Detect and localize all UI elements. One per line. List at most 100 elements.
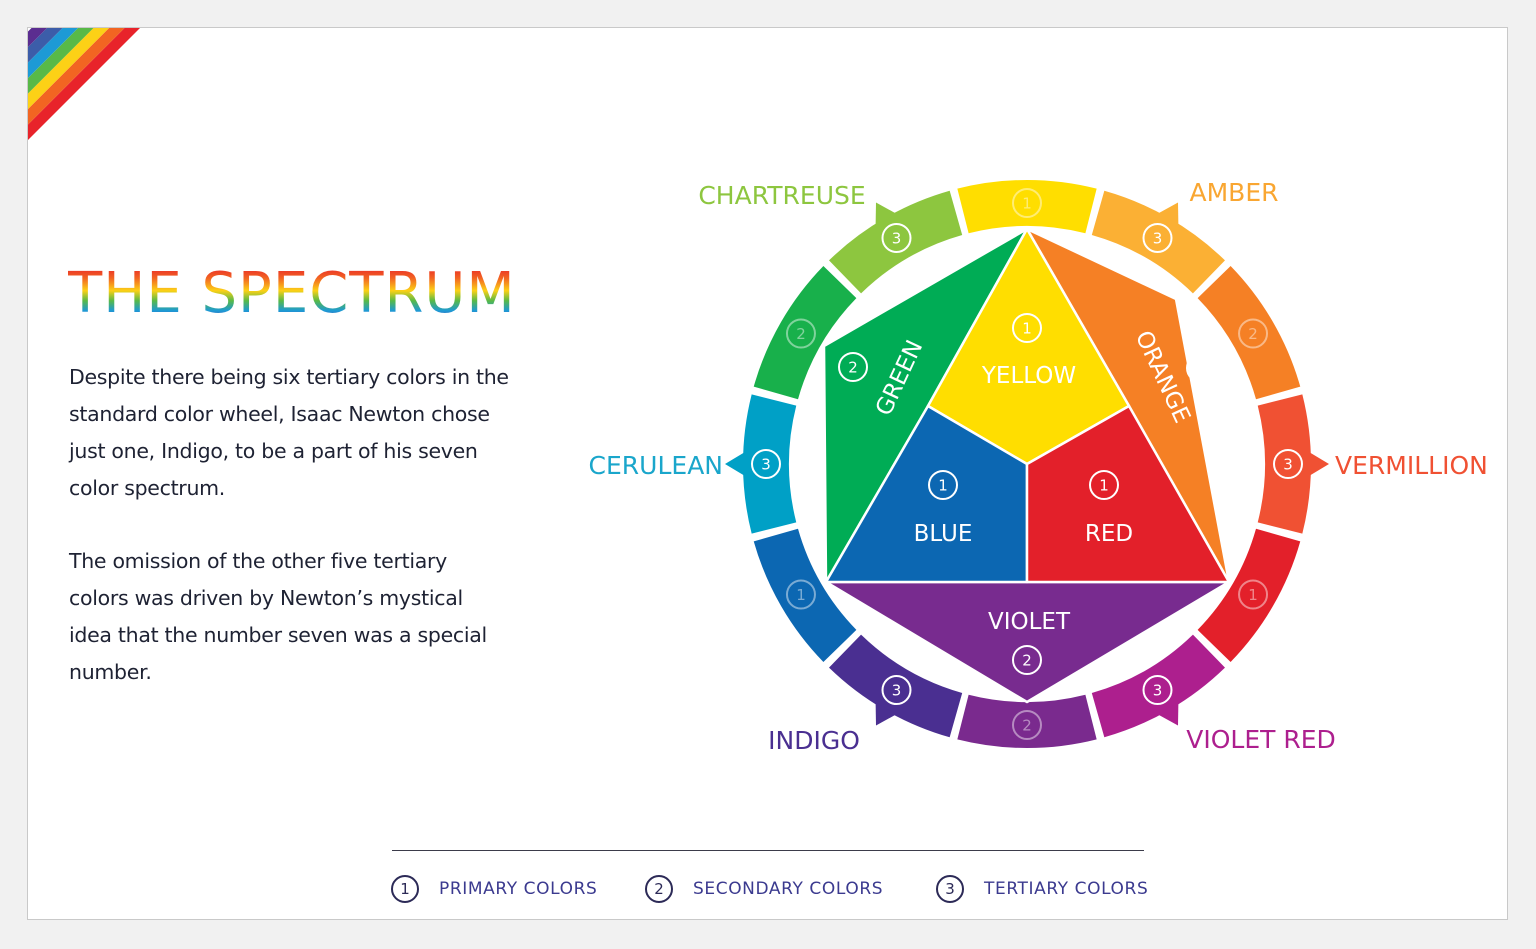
number-circle [1012,313,1042,343]
inner-badge-red: 1 [1089,470,1119,500]
ring-pointer-amber [1157,202,1179,226]
number-text: 2 [1022,717,1032,735]
number-circle [1238,579,1269,610]
legend-label-primary: PRIMARY COLORS [439,879,598,899]
legend-number-badge: 1 [391,875,419,903]
number-text: 1 [1022,195,1032,213]
ring-segment-green [753,266,857,400]
ring-pointer-cerulean [725,452,745,476]
page-title: THE SPECTRUM [68,261,516,326]
inner-badge-yellow: 1 [1012,313,1042,343]
number-circle [1142,675,1173,706]
number-text: 3 [761,456,771,474]
number-circle [1089,470,1119,500]
legend-number-badge: 2 [645,875,673,903]
intro-paragraph: Despite there being six tertiary colors … [69,365,509,500]
ring-segment-orange [1197,266,1301,400]
ring-badge-violet-red: 3 [1142,675,1173,706]
tertiary-label-amber: AMBER [1190,178,1279,207]
omission-paragraph: The omission of the other five tertiary … [69,549,487,684]
ring-segment-violet-red [1091,634,1225,738]
number-text: 3 [1283,456,1293,474]
corner-stripe [28,28,109,109]
number-circle [838,352,868,382]
corner-stripe [28,28,125,125]
number-circle [1186,353,1216,383]
inner-badge-orange: 2 [1186,353,1216,383]
ring-badge-violet: 2 [1012,710,1042,740]
ring-pointer-violet-red [1157,702,1179,726]
rainbow-corner-decoration [28,28,140,140]
spectrum-card: THE SPECTRUM Despite there being six ter… [27,27,1508,920]
ring-badge-cerulean: 3 [751,449,781,479]
tertiary-label-chartreuse: CHARTREUSE [698,181,865,210]
legend-divider [392,850,1144,851]
ring-badge-blue: 1 [785,579,816,610]
number-text: 3 [1153,682,1163,700]
ring-segment-indigo [829,634,963,738]
inner-label-blue: BLUE [914,521,973,547]
ring-pointer-vermillion [1309,452,1329,476]
corner-stripe [28,28,78,78]
ring-badge-red: 1 [1238,579,1269,610]
number-circle [1142,222,1173,253]
legend-number-badge: 3 [936,875,964,903]
ring-segment-chartreuse [829,190,963,294]
ring-segment-cerulean [743,394,797,534]
tertiary-label-violet-red: VIOLET RED [1186,725,1336,754]
number-text: 3 [1153,229,1163,247]
tertiary-label-vermillion: VERMILLION [1335,451,1488,480]
number-circle [785,318,816,349]
number-text: 1 [796,586,806,604]
legend-item-primary: 1 PRIMARY COLORS [391,873,597,905]
corner-stripe [28,28,94,94]
ring-badge-indigo: 3 [881,675,912,706]
number-text: 2 [796,325,806,343]
number-circle [785,579,816,610]
number-text: 2 [1196,360,1206,378]
ring-badge-chartreuse: 3 [881,222,912,253]
legend-label-tertiary: TERTIARY COLORS [984,879,1149,899]
number-text: 1 [1248,586,1258,604]
number-circle [751,449,781,479]
ring-segment-violet [957,694,1097,749]
number-circle [1012,188,1042,218]
corner-stripe [28,28,140,140]
legend-label-secondary: SECONDARY COLORS [693,879,884,899]
number-text: 1 [1099,477,1109,495]
number-circle [881,675,912,706]
ring-badge-amber: 3 [1142,222,1173,253]
inner-region-red [1025,404,1231,584]
corner-stripe [28,28,47,47]
inner-badge-green: 2 [838,352,868,382]
number-circle [881,222,912,253]
number-circle [1273,449,1303,479]
corner-stripe [28,28,63,63]
number-circle [1238,318,1269,349]
inner-badge-blue: 1 [928,470,958,500]
inner-label-red: RED [1085,521,1133,547]
tertiary-label-indigo: INDIGO [768,726,860,755]
number-text: 1 [1022,320,1032,338]
ring-segment-red [1197,528,1301,662]
number-circle [1012,710,1042,740]
number-text: 1 [938,477,948,495]
number-text: 2 [1248,325,1258,343]
inner-badge-violet: 2 [1012,645,1042,675]
number-circle [1012,645,1042,675]
ring-pointer-indigo [875,702,897,726]
legend-item-tertiary: 3 TERTIARY COLORS [936,873,1148,905]
number-text: 3 [892,229,902,247]
number-circle [928,470,958,500]
ring-segment-amber [1091,190,1225,294]
ring-badge-orange: 2 [1238,318,1269,349]
tertiary-label-cerulean: CERULEAN [589,451,723,480]
number-text: 3 [892,682,902,700]
number-text: 2 [848,359,858,377]
color-ring: 1 3 2 3 1 3 2 3 1 3 2 3 [725,179,1329,749]
ring-segment-vermillion [1257,394,1311,534]
tertiary-labels: CHARTREUSE AMBER CERULEAN VERMILLION INDIGO V… [589,178,1488,755]
ring-badge-yellow: 1 [1012,188,1042,218]
